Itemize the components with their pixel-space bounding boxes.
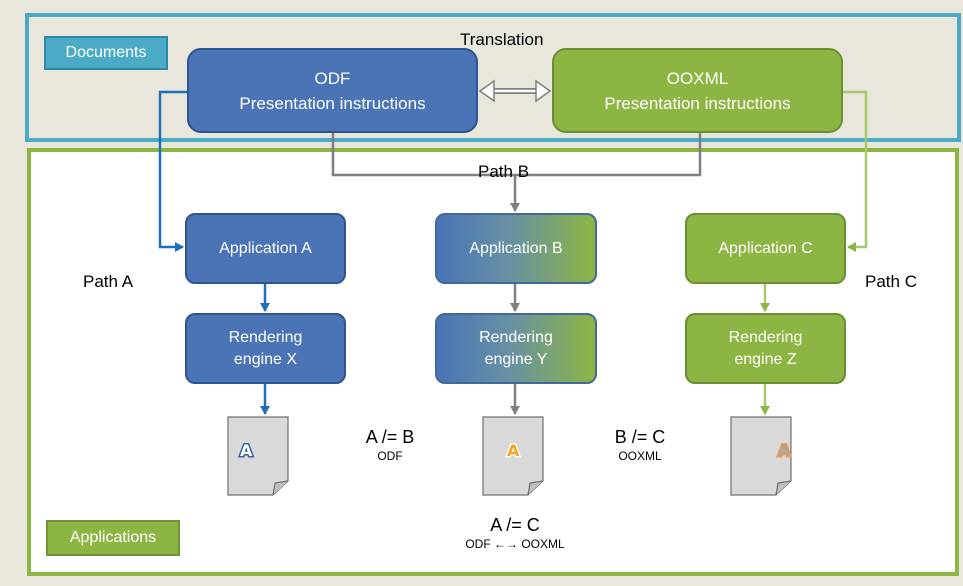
ooxml-box-title: OOXML — [666, 68, 729, 88]
page-c-glyph: A — [778, 441, 791, 460]
path-a-connector — [158, 90, 187, 252]
path-a-label: Path A — [83, 272, 134, 291]
inequality-b-c: B /= C OOXML — [595, 426, 685, 464]
rendering-engine-y-line2: engine Y — [484, 350, 548, 368]
application-c-label: Application C — [718, 239, 813, 257]
documents-region — [25, 13, 961, 142]
inequality-b-c-expression: B /= C — [614, 427, 666, 447]
inequality-b-c-format: OOXML — [618, 449, 662, 463]
inequality-a-b: A /= B ODF — [345, 426, 435, 464]
path-b-label: Path B — [478, 162, 530, 181]
rendered-page-a-icon: A — [227, 416, 289, 496]
inequality-a-c: A /= C ODF ←→ OOXML — [425, 514, 605, 552]
path-c-label: Path C — [865, 272, 917, 291]
odf-box-subtitle: Presentation instructions — [239, 93, 426, 113]
rendered-page-c-icon: A — [730, 416, 792, 496]
translation-double-arrow — [478, 79, 552, 103]
application-b-box: Application B — [435, 213, 597, 284]
rendering-engine-z-box: Rendering engine Z — [685, 313, 846, 384]
application-a-label: Application A — [219, 239, 312, 257]
rendering-engine-x-line1: Rendering — [228, 328, 303, 346]
documents-label: Documents — [44, 36, 168, 70]
rendering-engine-x-line2: engine X — [233, 350, 298, 368]
ooxml-box-subtitle: Presentation instructions — [604, 93, 791, 113]
rendered-page-b-icon: A — [482, 416, 544, 496]
odf-box-title: ODF — [314, 68, 351, 88]
application-b-label: Application B — [469, 239, 563, 257]
inequality-a-b-expression: A /= B — [365, 427, 415, 447]
page-b-glyph: A — [507, 441, 520, 460]
rendering-engine-z-line1: Rendering — [728, 328, 803, 346]
rendering-engine-x-box: Rendering engine X — [185, 313, 346, 384]
path-b-connector — [331, 133, 702, 177]
application-c-box: Application C — [685, 213, 846, 284]
rendering-engine-y-box: Rendering engine Y — [435, 313, 597, 384]
application-a-box: Application A — [185, 213, 346, 284]
path-c-connector — [843, 90, 868, 252]
translation-label: Translation — [460, 30, 544, 49]
rendering-engine-z-line2: engine Z — [734, 350, 797, 368]
inequality-a-c-expression: A /= C — [490, 515, 540, 535]
rendering-engine-y-line1: Rendering — [479, 328, 553, 346]
inequality-a-c-format: ODF ←→ OOXML — [465, 537, 565, 551]
page-a-glyph: A — [240, 441, 253, 460]
ooxml-presentation-box: OOXML Presentation instructions — [552, 48, 843, 133]
odf-presentation-box: ODF Presentation instructions — [187, 48, 478, 133]
inequality-a-b-format: ODF — [377, 449, 403, 463]
applications-label: Applications — [46, 520, 180, 556]
